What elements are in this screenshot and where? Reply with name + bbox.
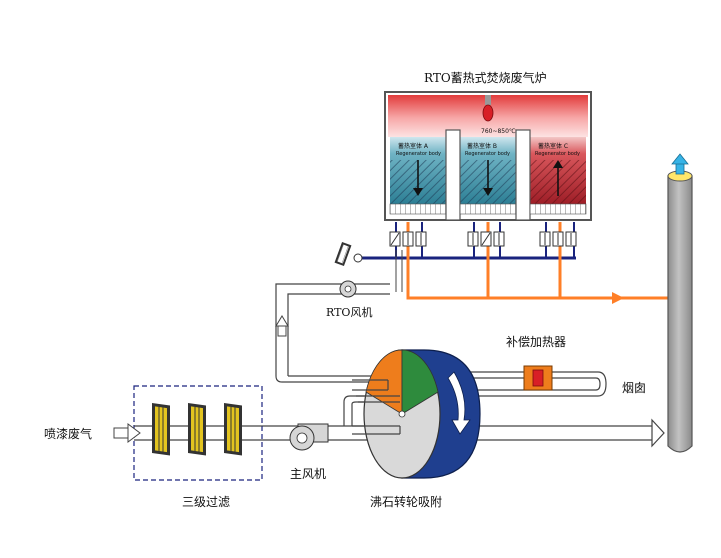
orange-flow-arrow-icon (612, 292, 624, 304)
main-fan-label: 主风机 (290, 467, 326, 481)
chamber-a-down-arrow (413, 160, 423, 196)
chamber-b-sub: Regenerator body (465, 151, 510, 157)
rto-furnace: 760~850℃ 蓄热室体 A Regenerator body 蓄热室体 B … (384, 91, 592, 221)
chimney-body (667, 175, 693, 453)
orange-outlet-header (406, 222, 612, 300)
rto-fan-label: RTO风机 (326, 305, 372, 319)
zeolite-rotor: 沸石转轮吸附 (363, 349, 481, 509)
partition-left (445, 129, 461, 221)
heater-label: 补偿加热器 (506, 334, 566, 349)
damper-icon (334, 241, 368, 267)
rto-fan: RTO风机 (326, 280, 372, 319)
inlet: 喷漆废气 (44, 423, 141, 443)
three-stage-filter: 三级过滤 (133, 385, 263, 509)
inlet-arrow-icon (113, 423, 141, 443)
outlet-arrow-icon (651, 418, 665, 448)
filter-panel-3 (224, 403, 242, 456)
valve-row (389, 231, 577, 247)
chamber-c-sub: Regenerator body (535, 151, 580, 157)
chamber-b-down-arrow (483, 160, 493, 196)
burner-flame (482, 104, 494, 122)
rto-title: RTO蓄热式焚烧废气炉 (424, 70, 547, 85)
chimney-exhaust-arrow-icon (671, 153, 689, 175)
chamber-c-grate (529, 203, 587, 215)
rotation-arrow-icon (447, 371, 471, 435)
chimney-label: 烟囱 (622, 381, 646, 395)
filter-panel-1 (152, 403, 170, 456)
rto-valve-lines (334, 222, 612, 300)
rotor-label: 沸石转轮吸附 (370, 494, 442, 509)
chamber-b-grate (459, 203, 517, 215)
rotor-green-sector (401, 349, 439, 415)
rotor-ports (352, 379, 401, 435)
inlet-label: 喷漆废气 (44, 426, 92, 441)
chamber-c-up-arrow (553, 160, 563, 196)
chamber-a-grate (389, 203, 447, 215)
heater-icon (523, 365, 553, 391)
heater-loop: 补偿加热器 (440, 334, 607, 397)
rotor-orange-sector (365, 349, 403, 415)
chamber-a-label: 蓄热室体 A (398, 142, 429, 150)
chamber-b-label: 蓄热室体 B (467, 142, 497, 150)
burner-icon (485, 95, 491, 105)
chamber-c-label: 蓄热室体 C (538, 142, 568, 150)
filter-panel-2 (188, 403, 206, 456)
rto-temperature: 760~850℃ (481, 128, 516, 135)
filter-label: 三级过滤 (182, 495, 230, 509)
chamber-a-sub: Regenerator body (396, 151, 441, 157)
main-fan: 主风机 (289, 423, 329, 481)
rotor-to-rto-duct (275, 283, 390, 383)
partition-right (515, 129, 531, 221)
flow-arrow-icon (275, 315, 289, 327)
chimney (667, 153, 693, 453)
